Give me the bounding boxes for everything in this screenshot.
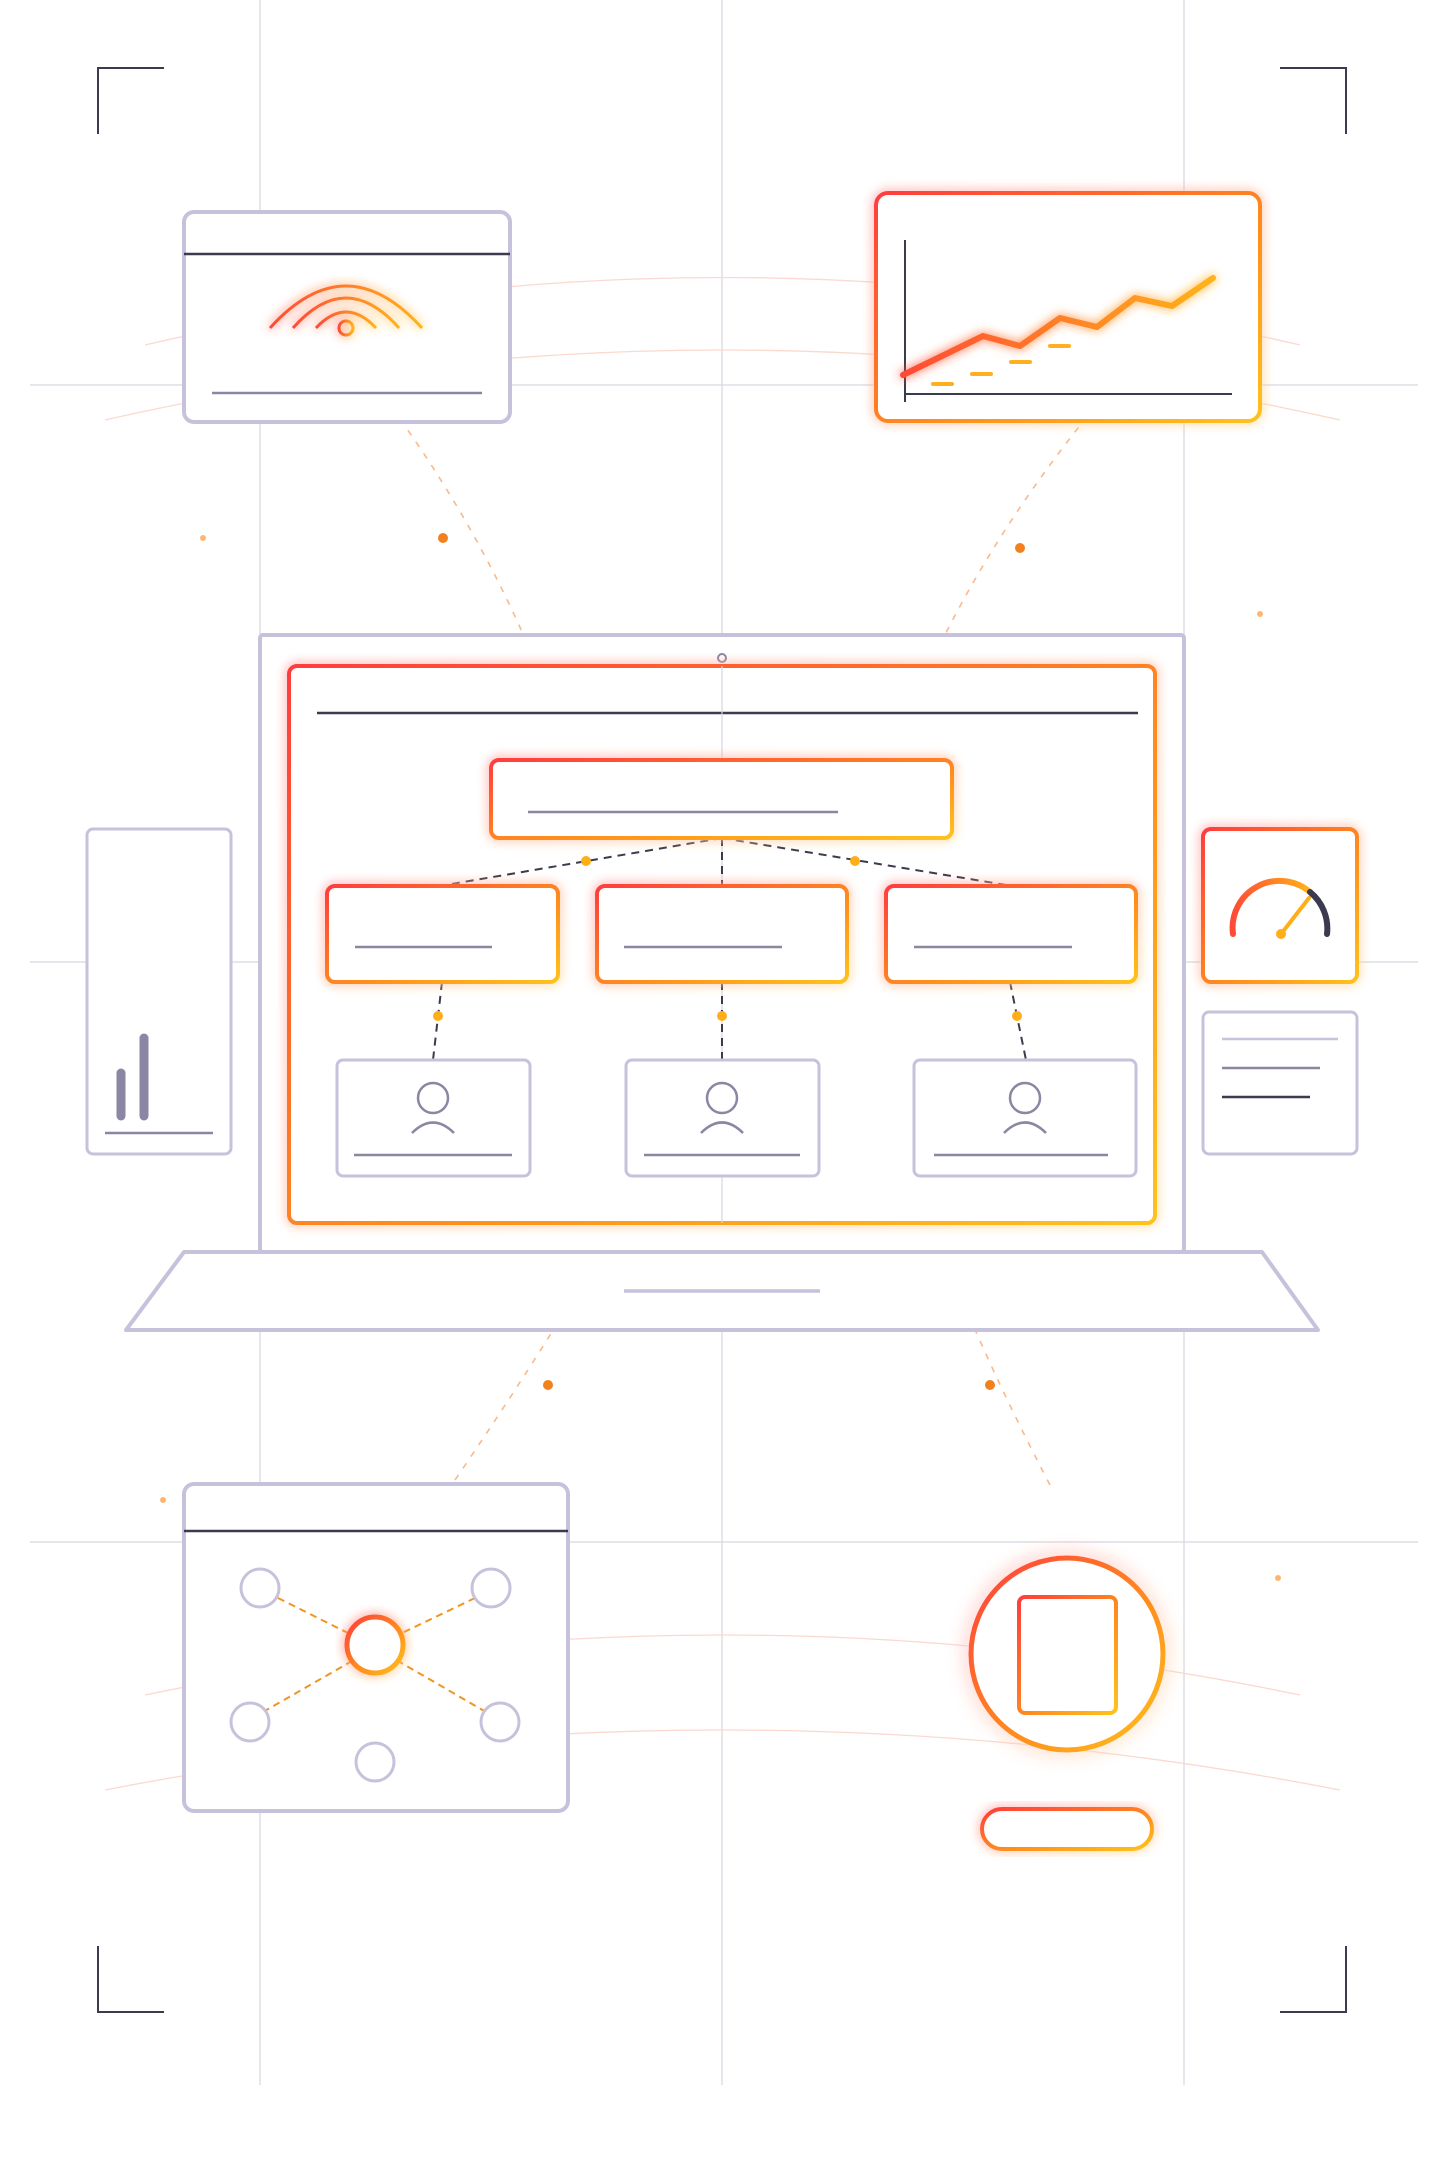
gauge-pivot: [1276, 929, 1286, 939]
chart-series-line: [900, 275, 1216, 378]
network-card: [182, 1482, 570, 1813]
gauge-card: [1201, 827, 1359, 984]
connector-lines: [374, 384, 1106, 1486]
connector-wifi: [374, 384, 531, 651]
dot: [160, 1497, 166, 1503]
profile-card-center: [624, 1058, 821, 1178]
document-icon: [1017, 1595, 1118, 1715]
corner-bracket-bottom-left: [97, 1946, 164, 2013]
network-hub-node: [344, 1614, 406, 1676]
dot: [1275, 1575, 1281, 1581]
profile-card-right: [912, 1058, 1138, 1178]
network-edge: [277, 1597, 351, 1635]
org-node-frame: [595, 884, 849, 984]
gauge-card-frame: [1201, 827, 1359, 984]
dot: [985, 1380, 995, 1390]
network-node: [229, 1701, 271, 1743]
document-badge: [968, 1555, 1166, 1851]
dot: [1015, 543, 1025, 553]
profile-card-frame: [912, 1058, 1138, 1178]
connector-dot: [433, 1011, 443, 1021]
profile-card-frame: [335, 1058, 532, 1178]
user-icon: [700, 1081, 744, 1134]
corner-bracket-top-right: [1280, 67, 1347, 134]
wifi-icon: [268, 284, 424, 337]
org-connector-dots: [433, 856, 1022, 1021]
connector-dot: [1012, 1011, 1022, 1021]
line-chart-card: [874, 191, 1262, 423]
text-lines-card-frame: [1201, 1010, 1359, 1156]
connector-chart: [934, 394, 1106, 656]
gauge-arc-active: [1229, 877, 1313, 937]
org-node-center: [595, 884, 849, 984]
dot: [1257, 611, 1263, 617]
org-connector: [721, 837, 1013, 887]
network-icon: [229, 1567, 521, 1783]
laptop-screen: [287, 664, 1157, 1225]
bar-chart-icon: [116, 1033, 149, 1121]
connector-dot: [717, 1011, 727, 1021]
corner-bracket-top-left: [97, 67, 164, 134]
dot: [200, 535, 206, 541]
org-connectors: [432, 837, 1027, 1061]
network-node: [354, 1741, 396, 1783]
laptop-camera: [717, 653, 727, 663]
network-edge: [397, 1660, 487, 1713]
org-node-left: [325, 884, 560, 984]
chart-dashes: [931, 344, 1071, 386]
network-node: [239, 1567, 281, 1609]
org-node-frame: [884, 884, 1138, 984]
user-icon: [1003, 1081, 1047, 1134]
dot: [543, 1380, 553, 1390]
org-node-right: [884, 884, 1138, 984]
profile-card-left: [335, 1058, 532, 1178]
corner-brackets: [97, 67, 1347, 2013]
connector-badge: [949, 1269, 1051, 1486]
user-icon: [411, 1081, 455, 1134]
line-chart-card-frame: [874, 191, 1262, 423]
bar-chart-panel-frame: [85, 827, 233, 1156]
dot: [438, 533, 448, 543]
org-node-root-frame: [489, 758, 954, 840]
org-connector: [439, 837, 723, 887]
profile-card-frame: [624, 1058, 821, 1178]
network-node: [470, 1567, 512, 1609]
text-lines-card: [1201, 1010, 1359, 1156]
gauge-needle: [1279, 896, 1311, 936]
gauge-arc-rest: [1307, 889, 1331, 937]
corner-bracket-bottom-right: [1280, 1946, 1347, 2013]
wifi-card-frame: [182, 210, 512, 424]
network-edge: [399, 1597, 476, 1635]
document-badge-pill: [980, 1807, 1154, 1851]
bar-chart-panel: [85, 827, 233, 1156]
network-edge: [262, 1660, 353, 1713]
org-node-root: [489, 758, 954, 840]
connector-network: [454, 1269, 591, 1481]
org-node-frame: [325, 884, 560, 984]
gauge-icon: [1229, 877, 1331, 939]
network-edges: [262, 1597, 487, 1713]
connector-dot: [850, 856, 860, 866]
wifi-card: [182, 210, 512, 424]
network-node: [479, 1701, 521, 1743]
connector-dot: [581, 856, 591, 866]
